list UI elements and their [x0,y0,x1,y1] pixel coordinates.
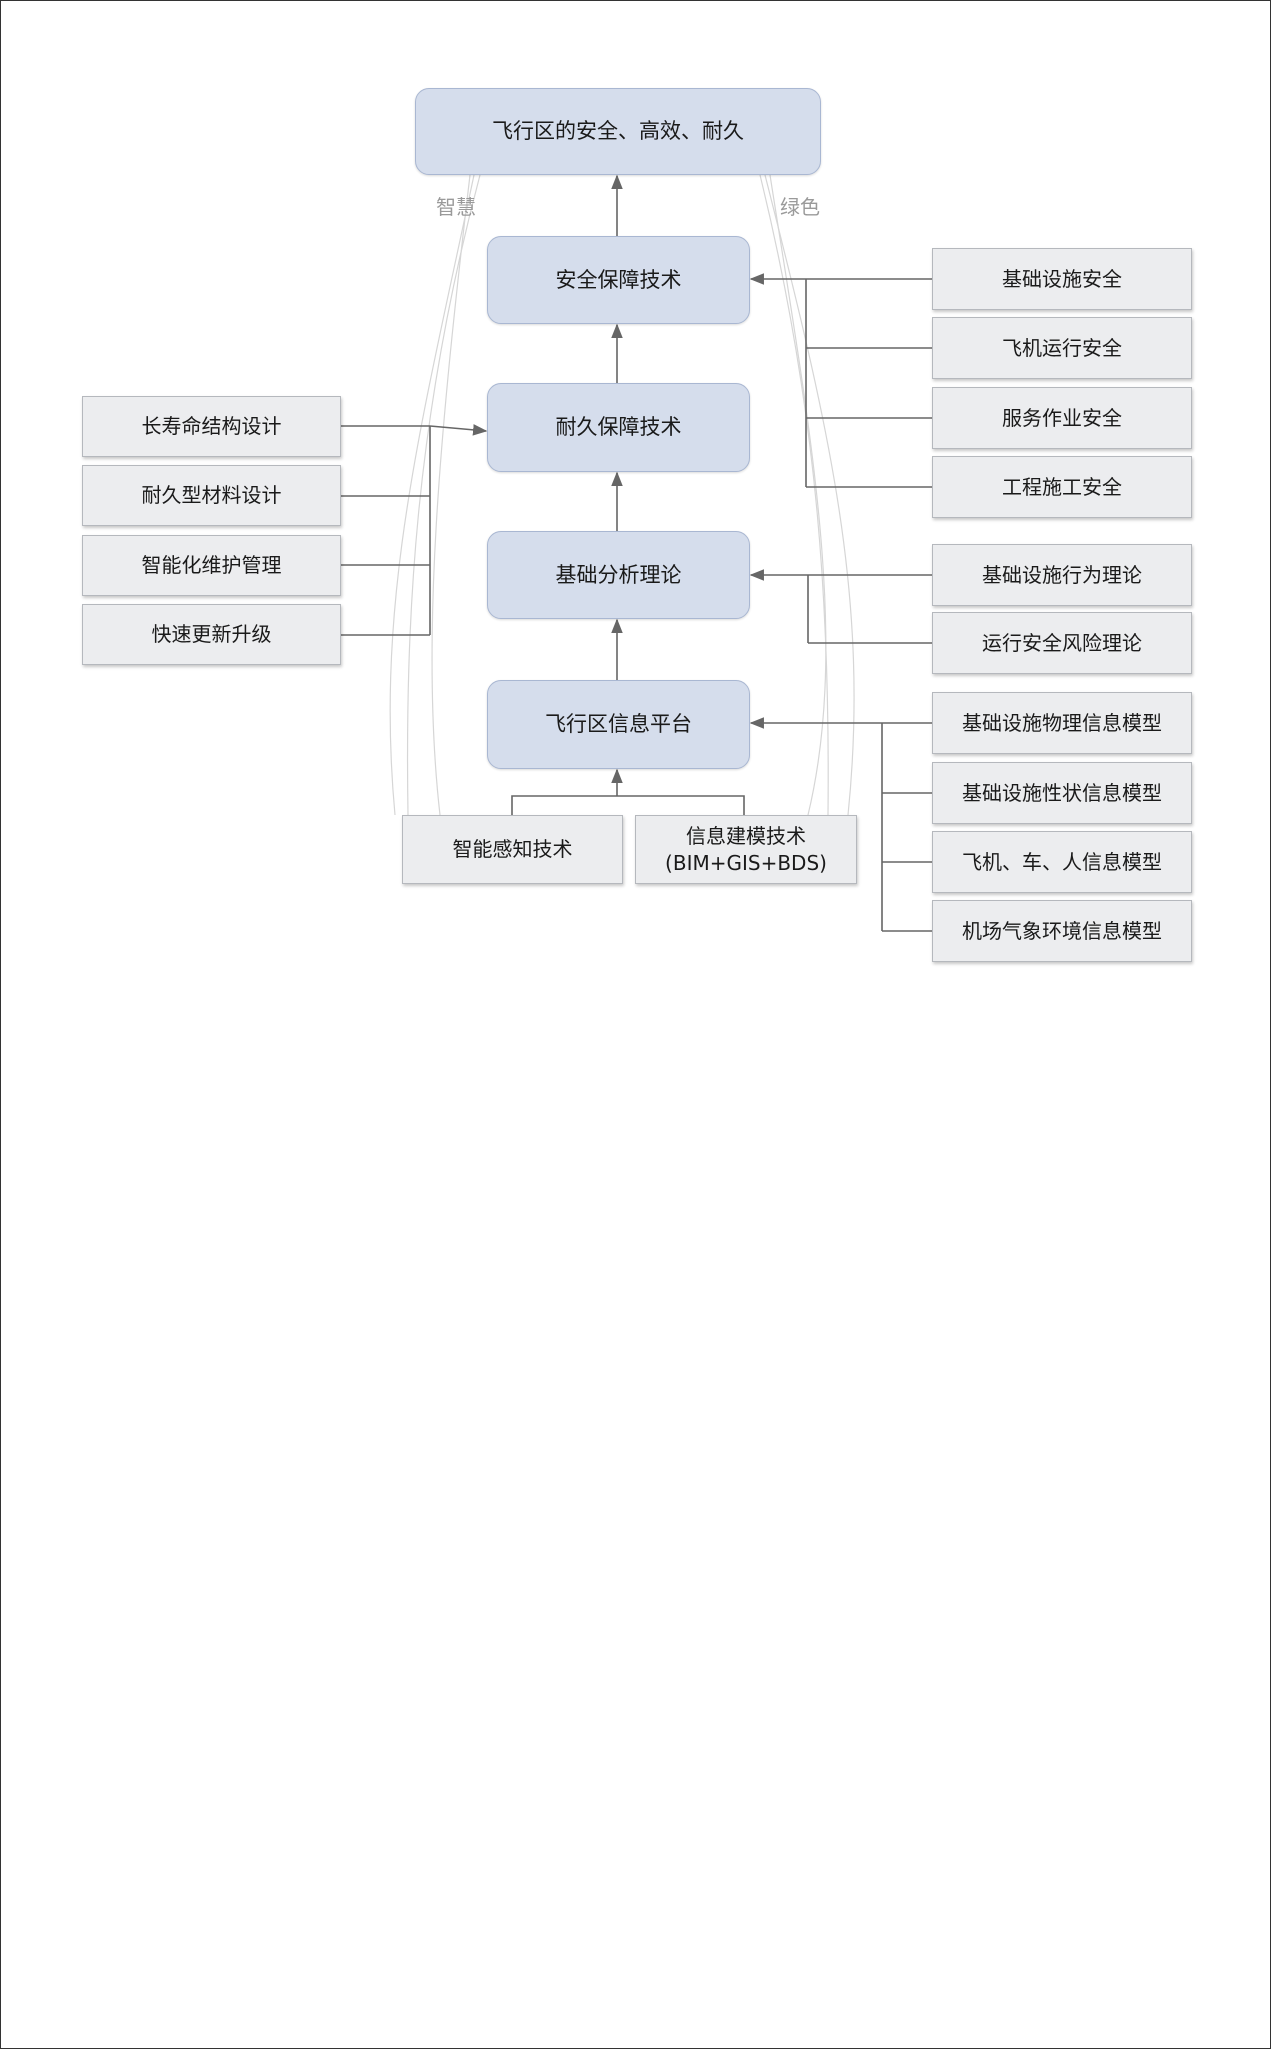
decor-funnel-lines [389,174,855,816]
durability-item: 耐久型材料设计 [82,465,341,526]
platform-item: 基础设施性状信息模型 [932,762,1192,824]
platform-item: 机场气象环境信息模型 [932,900,1192,962]
connector-safety-items [749,273,932,488]
platform-item: 飞机、车、人信息模型 [932,831,1192,893]
safety-item: 服务作业安全 [932,387,1192,449]
info-modeling-subtitle: (BIM+GIS+BDS) [665,850,827,875]
safety-item: 工程施工安全 [932,456,1192,518]
goal-box: 飞行区的安全、高效、耐久 [415,88,821,175]
safety-tech-box: 安全保障技术 [487,236,750,324]
info-platform-box: 飞行区信息平台 [487,680,750,769]
info-modeling-box: 信息建模技术 (BIM+GIS+BDS) [635,815,857,884]
connector-bottom-bracket [511,795,745,815]
safety-item: 基础设施安全 [932,248,1192,310]
safety-item: 飞机运行安全 [932,317,1192,379]
platform-item: 基础设施物理信息模型 [932,692,1192,754]
note-smart: 智慧 [436,195,476,219]
smart-sensing-box: 智能感知技术 [402,815,623,884]
connector-platform-items [749,717,932,932]
durability-tech-box: 耐久保障技术 [487,383,750,472]
note-green: 绿色 [780,195,820,219]
basic-theory-box: 基础分析理论 [487,531,750,619]
connector-theory-items [749,569,932,644]
durability-item: 快速更新升级 [82,604,341,665]
durability-item: 长寿命结构设计 [82,396,341,457]
theory-item: 运行安全风险理论 [932,612,1192,674]
theory-item: 基础设施行为理论 [932,544,1192,606]
durability-item: 智能化维护管理 [82,535,341,596]
info-modeling-title: 信息建模技术 [686,823,806,848]
connector-durability-items [341,424,488,636]
